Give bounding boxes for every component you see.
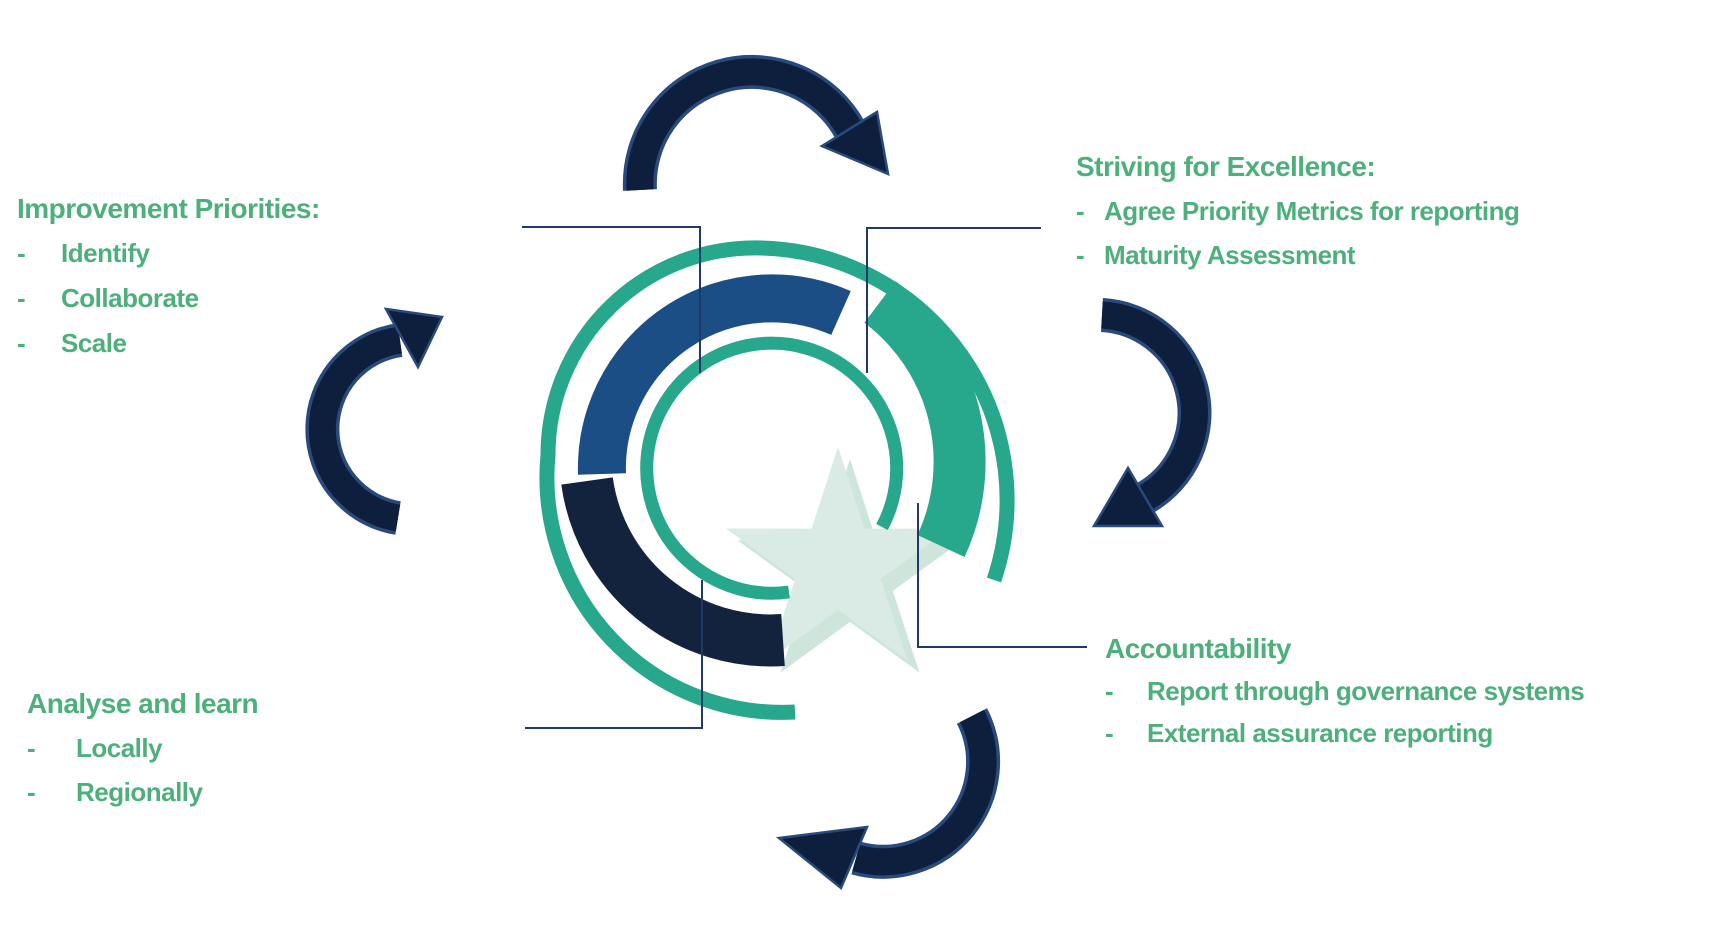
accountability-block: Accountability - Report through governan… — [1105, 628, 1585, 754]
striving-for-excellence-block: Striving for Excellence: - Agree Priorit… — [1076, 145, 1520, 277]
list-item: - Identify — [17, 231, 320, 276]
block-heading: Analyse and learn — [27, 688, 259, 719]
list-item: - Agree Priority Metrics for reporting — [1076, 189, 1520, 233]
block-heading: Striving for Excellence: — [1076, 151, 1376, 182]
list-item: - Scale — [17, 321, 320, 366]
improvement-priorities-block: Improvement Priorities: - Identify - Col… — [17, 186, 320, 366]
clockwise-arrow-right-icon — [1091, 298, 1212, 528]
dash-bullet: - — [17, 238, 26, 268]
list-item-label: Identify — [61, 238, 150, 268]
clockwise-arrow-left-icon — [305, 307, 444, 535]
navy-arc-segment — [561, 476, 785, 667]
teal-arc-segment — [863, 281, 986, 557]
list-item: - Regionally — [27, 770, 258, 814]
star-icon — [725, 447, 963, 673]
clockwise-arrow-top-icon — [622, 54, 890, 191]
list-item-label: Regionally — [76, 777, 203, 807]
block-heading: Improvement Priorities: — [17, 193, 320, 224]
list-item-label: Collaborate — [61, 283, 199, 313]
connector-line-top-right — [866, 227, 1041, 373]
list-item: - External assurance reporting — [1105, 712, 1584, 754]
dash-bullet: - — [1105, 718, 1114, 748]
list-item: - Report through governance systems — [1105, 670, 1585, 712]
list-item: - Maturity Assessment — [1076, 233, 1519, 277]
analyse-and-learn-block: Analyse and learn - Locally - Regionally — [27, 682, 259, 814]
list-item-label: External assurance reporting — [1147, 718, 1493, 748]
list-item-label: Maturity Assessment — [1104, 240, 1356, 270]
connector-line-bottom-left — [525, 580, 703, 729]
list-item: - Locally — [27, 726, 258, 770]
dash-bullet: - — [27, 777, 36, 807]
dash-bullet: - — [17, 283, 26, 313]
dash-bullet: - — [27, 733, 36, 763]
clockwise-arrow-bottom-icon — [775, 708, 1001, 891]
outer-spiral-ring — [539, 240, 1015, 720]
dash-bullet: - — [1105, 676, 1114, 706]
blue-arc-segment — [577, 274, 851, 475]
list-item-label: Scale — [61, 328, 127, 358]
dash-bullet: - — [17, 328, 26, 358]
dash-bullet: - — [1076, 196, 1085, 226]
block-heading: Accountability — [1105, 633, 1291, 664]
connector-line-bottom-right — [917, 503, 1087, 648]
list-item-label: Locally — [76, 733, 163, 763]
list-item: - Collaborate — [17, 276, 320, 321]
list-item-label: Report through governance systems — [1147, 676, 1585, 706]
list-item-label: Agree Priority Metrics for reporting — [1104, 196, 1520, 226]
star-shape — [725, 447, 951, 661]
connector-line-top-left — [522, 226, 701, 373]
dash-bullet: - — [1076, 240, 1085, 270]
